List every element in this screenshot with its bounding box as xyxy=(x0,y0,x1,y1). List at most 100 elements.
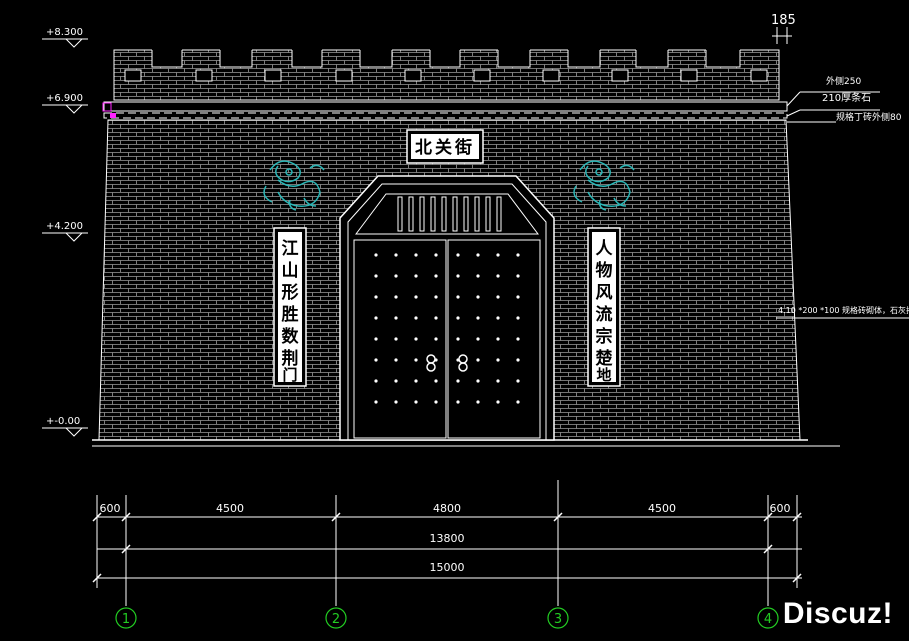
door-stud xyxy=(476,379,480,383)
gate-plaque-text: 北关街 xyxy=(415,137,475,158)
dim-segment: 4500 xyxy=(216,502,244,515)
gate-plaque: 北关街 xyxy=(406,129,484,164)
transom-slat xyxy=(452,196,458,232)
door-stud xyxy=(434,274,438,278)
door-stud xyxy=(476,316,480,320)
door-stud xyxy=(476,274,480,278)
couplet-left-char: 形 xyxy=(282,282,299,303)
transom-slat xyxy=(419,196,425,232)
annotation-material: 4.10 *200 *100 规格砖砌体，石灰拌 xyxy=(778,305,909,315)
couplet-left-char: 门 xyxy=(282,366,297,384)
couplet-left-char: 数 xyxy=(282,326,300,347)
dim-segment: 600 xyxy=(100,502,121,515)
door-stud xyxy=(394,400,398,404)
door-stud xyxy=(516,316,520,320)
door-stud xyxy=(496,400,500,404)
couplet-right-char: 流 xyxy=(596,304,613,325)
cornice-band xyxy=(102,101,788,119)
door-stud xyxy=(414,400,418,404)
door-stud xyxy=(516,337,520,341)
door-leaf-right xyxy=(447,239,541,439)
door-stud xyxy=(496,295,500,299)
transom-slats xyxy=(397,196,502,232)
door-stud xyxy=(414,295,418,299)
door-stud xyxy=(456,316,460,320)
door-stud xyxy=(374,274,378,278)
dimension-lines xyxy=(92,480,802,606)
door-leaf-left xyxy=(353,239,447,439)
watermark-logo: Discuz! xyxy=(782,597,893,630)
couplet-right-char: 宗 xyxy=(596,326,613,347)
axis-bubble xyxy=(757,607,779,629)
door-stud xyxy=(434,316,438,320)
door-stud xyxy=(374,358,378,362)
dragon-ornament-left-icon xyxy=(263,160,325,211)
door-stud xyxy=(374,379,378,383)
transom-slat xyxy=(496,196,502,232)
door-stud xyxy=(434,337,438,341)
door-stud xyxy=(496,316,500,320)
elevation-marker-6900: +6.900 xyxy=(42,93,88,114)
annotation-brick: 规格丁砖外侧80 xyxy=(836,111,902,123)
door-stud xyxy=(516,253,520,257)
door-stud xyxy=(476,358,480,362)
loophole-windows xyxy=(124,69,768,82)
door-stud xyxy=(456,379,460,383)
door-stud xyxy=(496,358,500,362)
annotation-stone: 210厚条石 xyxy=(822,91,871,104)
door-stud xyxy=(414,337,418,341)
elevation-label: +6.900 xyxy=(46,93,83,104)
door-stud xyxy=(516,400,520,404)
couplet-right-char: 物 xyxy=(596,260,613,281)
elevation-marker-000: +-0.00 xyxy=(42,416,88,437)
annotations: 外侧250 210厚条石 规格丁砖外侧80 4.10 *200 *100 规格砖… xyxy=(776,75,909,319)
dim-segment: 4500 xyxy=(648,502,676,515)
transom-slat xyxy=(485,196,491,232)
door-stud xyxy=(456,253,460,257)
elevation-label: +4.200 xyxy=(46,221,83,232)
door-stud xyxy=(516,295,520,299)
door-stud xyxy=(456,295,460,299)
door-stud xyxy=(476,337,480,341)
couplet-right-char: 楚 xyxy=(596,348,614,369)
door-stud xyxy=(516,358,520,362)
door-stud xyxy=(394,358,398,362)
city-gate xyxy=(339,175,555,441)
door-stud xyxy=(394,316,398,320)
door-stud xyxy=(374,253,378,257)
couplet-left-char: 山 xyxy=(282,261,299,281)
couplet-right-char: 人 xyxy=(596,239,614,259)
transom-slat xyxy=(397,196,403,232)
transom-slat xyxy=(441,196,447,232)
door-stud xyxy=(374,316,378,320)
dim-segment: 4800 xyxy=(433,502,461,515)
couplet-left: 江 山 形 胜 数 荆 门 xyxy=(273,227,307,387)
door-stud xyxy=(476,400,480,404)
door-stud xyxy=(496,379,500,383)
door-stud xyxy=(374,337,378,341)
top-dimension: 185 xyxy=(771,13,796,44)
axis-label: 1 xyxy=(122,612,130,627)
door-stud xyxy=(414,253,418,257)
transom-slat xyxy=(430,196,436,232)
door-stud xyxy=(434,295,438,299)
door-knocker-left-icon xyxy=(426,354,436,372)
transom-slat xyxy=(474,196,480,232)
door-stud xyxy=(434,400,438,404)
door-studs xyxy=(374,253,520,404)
couplet-left-char: 胜 xyxy=(282,305,299,325)
door-stud xyxy=(496,337,500,341)
elevation-label: +-0.00 xyxy=(46,416,80,427)
battlements xyxy=(113,49,780,101)
ground-line xyxy=(92,439,840,447)
elevation-marker-4200: +4.200 xyxy=(42,221,88,242)
dim-overall-total: 15000 xyxy=(430,561,465,574)
door-stud xyxy=(394,379,398,383)
couplet-right-char: 地 xyxy=(596,366,611,384)
door-stud xyxy=(394,337,398,341)
axis-bubbles xyxy=(115,607,779,629)
door-stud xyxy=(516,274,520,278)
door-stud xyxy=(414,316,418,320)
door-stud xyxy=(434,379,438,383)
dragon-ornament-right-icon xyxy=(573,160,635,211)
